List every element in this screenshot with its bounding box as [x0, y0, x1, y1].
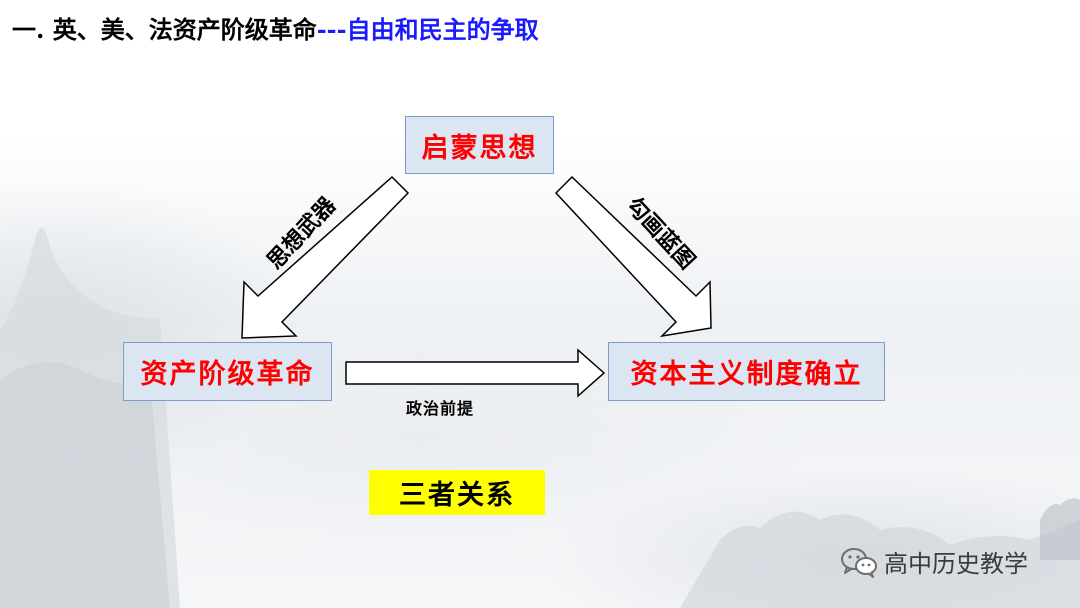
title-main: 一. 英、美、法资产阶级革命 — [12, 15, 317, 44]
node-bourgeois-revolution-label: 资产阶级革命 — [140, 359, 315, 390]
title-subtitle: ---自由和民主的争取 — [316, 15, 539, 44]
node-capitalist-system: 资本主义制度确立 — [608, 342, 885, 401]
relationship-highlight-box: 三者关系 — [369, 470, 545, 515]
edge-label-political-premise: 政治前提 — [406, 399, 475, 418]
slide-title: 一. 英、美、法资产阶级革命---自由和民主的争取 — [12, 10, 539, 45]
node-capitalist-system-label: 资本主义制度确立 — [630, 359, 863, 390]
arrow-thought-to-revolution — [241, 175, 410, 339]
arrow-revolution-to-capitalism — [345, 348, 606, 398]
node-bourgeois-revolution: 资产阶级革命 — [123, 342, 332, 401]
node-enlightenment-label: 启蒙思想 — [421, 132, 538, 164]
watermark: 高中历史教学 — [840, 544, 1028, 579]
arrow-thought-to-capitalism — [554, 175, 712, 338]
relationship-highlight-label: 三者关系 — [399, 480, 515, 511]
watermark-text: 高中历史教学 — [884, 550, 1028, 578]
node-enlightenment: 启蒙思想 — [405, 116, 554, 174]
wechat-icon — [841, 547, 877, 578]
